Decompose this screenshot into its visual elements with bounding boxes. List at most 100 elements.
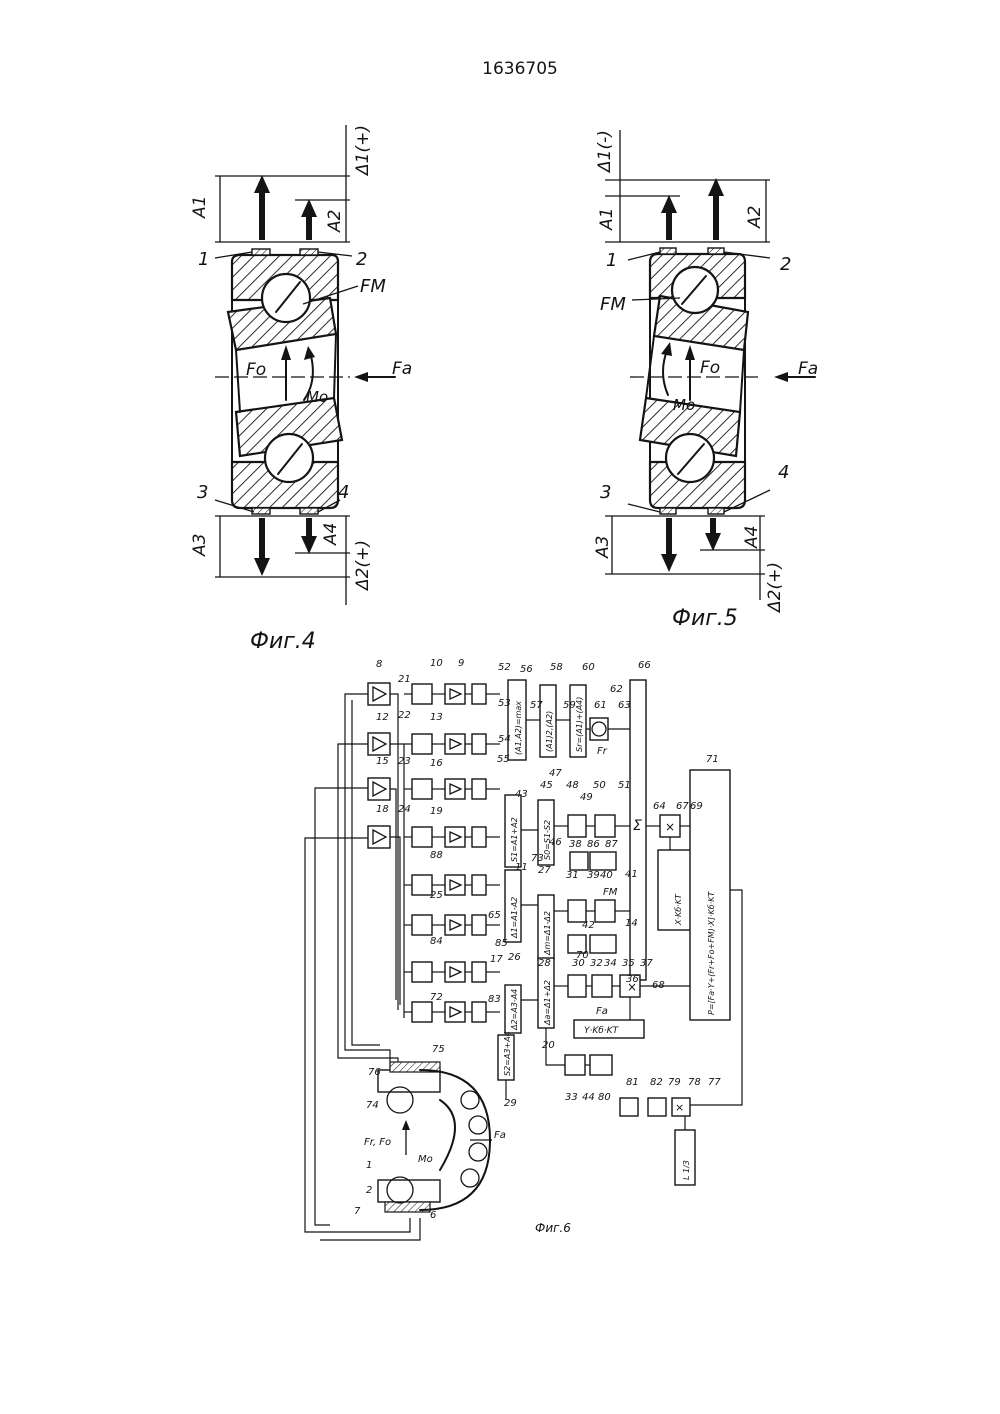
reference-number: 8 <box>376 659 382 670</box>
filter-chain-row <box>404 779 500 799</box>
reference-number: 29 <box>504 1098 517 1109</box>
fig4-label-fa: Fa <box>392 359 412 379</box>
reference-number: 9 <box>458 658 464 669</box>
reference-number: 70 <box>576 950 589 961</box>
reference-number: 27 <box>538 865 551 876</box>
fig5-label-sensor-3: 3 <box>600 482 611 503</box>
filter-chain-row <box>404 734 500 754</box>
reference-number: 65 <box>488 910 501 921</box>
reference-number: 66 <box>638 660 651 671</box>
figure-4: A1 A2 A3 A4 Δ1(+) Δ2(+) 1 2 3 4 FM Fo Fa… <box>190 125 412 654</box>
reference-number: 42 <box>582 920 595 931</box>
force-label-fr-fo: Fr, Fo <box>364 1137 391 1148</box>
filter-chain-row <box>404 1002 500 1022</box>
fig5-label-sensor-2: 2 <box>780 254 791 275</box>
reference-number: 85 <box>495 938 508 949</box>
reference-number: 34 <box>604 958 617 969</box>
formula-max: (A1,A2)=max <box>514 701 523 755</box>
reference-number: 75 <box>432 1044 445 1055</box>
reference-number: 77 <box>708 1077 721 1088</box>
reference-number: 86 <box>587 839 600 850</box>
fig5-label-sensor-1: 1 <box>606 250 617 271</box>
formula-d-sum: Δa=Δ1+Δ2 <box>543 980 552 1026</box>
reference-number: 39 <box>587 870 600 881</box>
reference-number: 82 <box>650 1077 663 1088</box>
fig4-label-fo: Fo <box>246 360 266 380</box>
bearing-assembly <box>378 1062 492 1212</box>
filter-chain-row <box>404 962 500 982</box>
formula-mult: × <box>665 820 675 834</box>
fig4-label-a4: A4 <box>321 523 341 546</box>
fig5-label-sensor-4: 4 <box>778 462 789 483</box>
fig4-caption: Фиг.4 <box>250 629 316 654</box>
formula-sum-b: S2=A3+A4 <box>503 1031 512 1076</box>
reference-number: 2 <box>366 1185 372 1196</box>
reference-number: 20 <box>542 1040 555 1051</box>
fig5-label-a2: A2 <box>745 206 765 229</box>
formula-diff-b: Δ2=A3-A4 <box>510 989 519 1031</box>
fig5-label-a4: A4 <box>742 526 762 549</box>
formula-cap-a: (A1)2,(A2) <box>545 711 554 752</box>
fig5-caption: Фиг.5 <box>672 606 738 631</box>
reference-number: 74 <box>366 1100 379 1111</box>
filter-chain-row <box>404 684 500 704</box>
reference-number: 16 <box>430 758 443 769</box>
filter-chain-row <box>404 915 500 935</box>
reference-number: 56 <box>520 664 533 675</box>
reference-number: 51 <box>618 780 631 791</box>
fig5-label-delta2: Δ2(+) <box>765 562 785 614</box>
bearing-section <box>630 254 760 508</box>
reference-number: 22 <box>398 710 411 721</box>
reference-number: 67 <box>676 801 689 812</box>
figure-6: 8211095256586066122213535457596162631523… <box>305 658 742 1240</box>
fig5-label-delta1: Δ1(-) <box>595 130 615 174</box>
fig5-label-a3: A3 <box>593 536 613 559</box>
reference-number: 80 <box>598 1092 611 1103</box>
reference-number: 58 <box>550 662 563 673</box>
reference-number: 32 <box>590 958 603 969</box>
reference-number: 44 <box>582 1092 595 1103</box>
formula-sum-a: S1=A1+A2 <box>510 817 519 862</box>
reference-number: 14 <box>625 918 638 929</box>
force-label-fr: Fr <box>597 746 608 757</box>
reference-number: 11 <box>515 862 528 873</box>
formula-d-diff: Δm=Δ1-Δ2 <box>543 911 552 956</box>
reference-number: 59 <box>563 700 576 711</box>
force-label-fm: FM <box>603 887 618 898</box>
reference-number: 84 <box>430 936 443 947</box>
fig4-label-a1: A1 <box>190 196 210 219</box>
reference-number: 76 <box>368 1067 381 1078</box>
bearing-section <box>215 255 358 508</box>
reference-number: 57 <box>530 700 543 711</box>
reference-number: 1 <box>366 1160 372 1171</box>
reference-number: 19 <box>430 806 443 817</box>
reference-number: 87 <box>605 839 618 850</box>
reference-number: 37 <box>640 958 653 969</box>
fig4-label-delta2: Δ2(+) <box>353 540 373 592</box>
reference-number: 18 <box>376 804 389 815</box>
reference-number: 43 <box>515 789 528 800</box>
reference-number: 49 <box>580 792 593 803</box>
reference-number: 53 <box>498 698 511 709</box>
filter-chain-row <box>404 875 500 895</box>
fig4-label-sensor-4: 4 <box>338 482 349 503</box>
reference-number: 40 <box>600 870 613 881</box>
reference-number: 10 <box>430 658 443 669</box>
reference-number: 55 <box>497 754 510 765</box>
reference-number: 6 <box>430 1210 436 1221</box>
reference-number: 33 <box>565 1092 578 1103</box>
reference-number: 15 <box>376 756 389 767</box>
fig5-label-fo: Fo <box>700 358 720 378</box>
reference-number: 79 <box>668 1077 681 1088</box>
formula-diff-a: Δ1=A1-A2 <box>510 897 519 939</box>
fig5-label-a1: A1 <box>597 208 617 231</box>
reference-number: 72 <box>430 992 443 1003</box>
reference-number: 7 <box>354 1206 361 1217</box>
formula-mult: × <box>675 1101 684 1114</box>
reference-number: 83 <box>488 994 501 1005</box>
reference-number: 61 <box>594 700 607 711</box>
reference-number: 47 <box>549 768 562 779</box>
formula-sr: Sr=(A1)+(A4) <box>575 697 584 752</box>
reference-number: 52 <box>498 662 511 673</box>
